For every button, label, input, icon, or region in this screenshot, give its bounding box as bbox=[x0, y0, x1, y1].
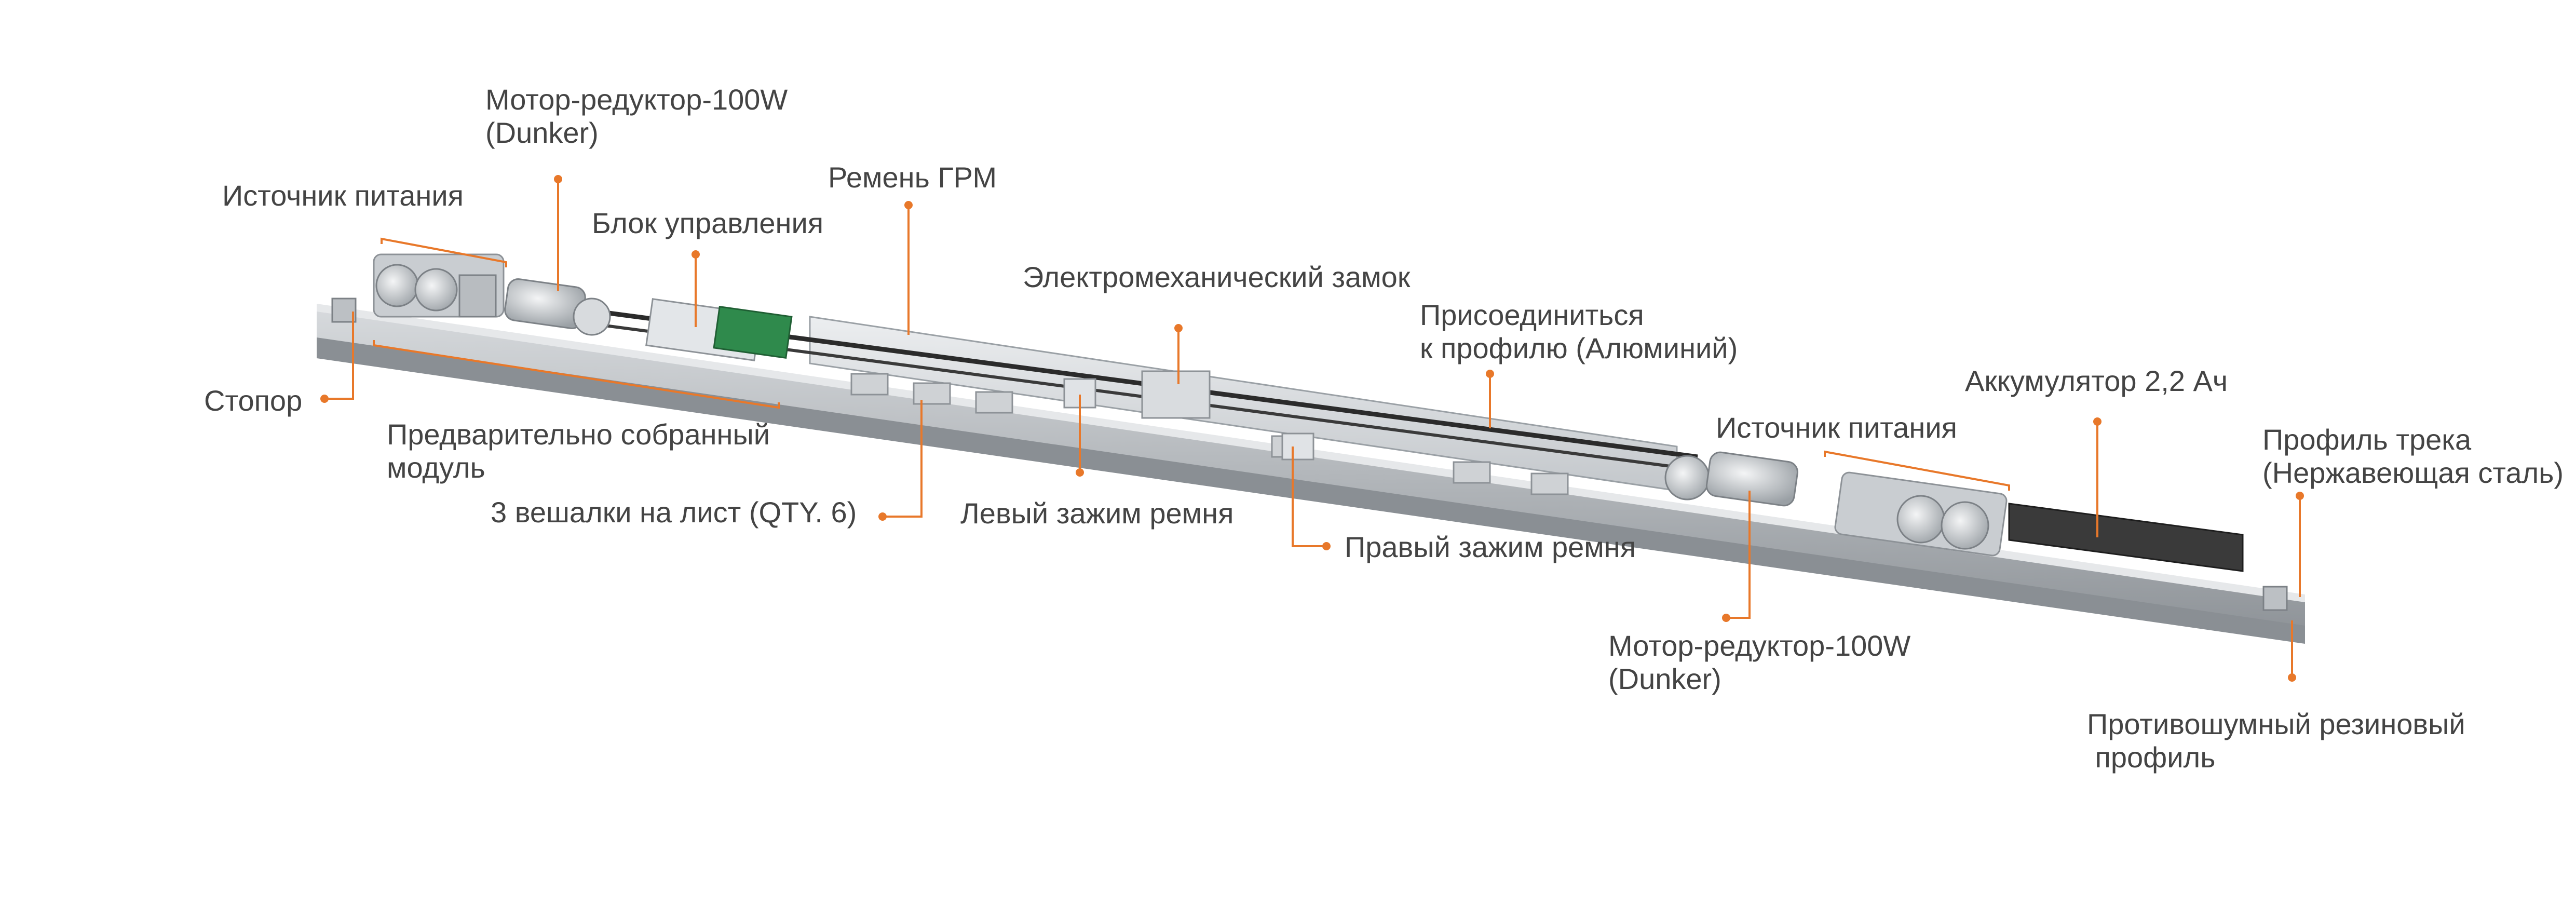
label-electromechanical-lock: Электромеханический замок bbox=[1023, 261, 1411, 293]
label-motor-left: Мотор-редуктор-100W (Dunker) bbox=[485, 83, 788, 149]
dot-belt bbox=[904, 201, 913, 209]
label-right-belt-clamp: Правый зажим ремня bbox=[1345, 531, 1636, 563]
label-rubber-profile: Противошумный резиновый профиль bbox=[2087, 708, 2465, 774]
dot-track bbox=[2296, 492, 2304, 500]
control-unit-board bbox=[645, 298, 793, 361]
right-power-supply bbox=[1834, 471, 2008, 557]
label-timing-belt: Ремень ГРМ bbox=[828, 161, 997, 194]
label-motor-right: Мотор-редуктор-100W (Dunker) bbox=[1608, 629, 1911, 695]
dot-stopper bbox=[320, 395, 329, 403]
label-profile-connect: Присоединиться к профилю (Алюминий) bbox=[1420, 299, 1738, 364]
leader-stopper bbox=[324, 312, 354, 400]
label-control-unit: Блок управления bbox=[592, 207, 824, 239]
dot-battery bbox=[2093, 417, 2102, 426]
left-power-supply bbox=[373, 253, 505, 318]
dot-left-clamp bbox=[1076, 468, 1084, 477]
electromechanical-lock bbox=[1141, 370, 1211, 419]
right-end-stop bbox=[2262, 586, 2288, 611]
stopper-block bbox=[331, 297, 357, 323]
bracket-power-right bbox=[1824, 450, 2010, 491]
bracket-power-left bbox=[381, 237, 507, 267]
label-stopper: Стопор bbox=[204, 384, 303, 417]
label-power-supply-left: Источник питания bbox=[222, 179, 464, 212]
left-motor bbox=[504, 278, 611, 336]
label-power-supply-right: Источник питания bbox=[1716, 411, 1957, 444]
label-premodule: Предварительно собранный модуль bbox=[387, 418, 770, 484]
dot-motor-right bbox=[1722, 614, 1730, 622]
dot-rubber bbox=[2288, 673, 2296, 682]
dot-right-clamp bbox=[1322, 542, 1331, 550]
leader-motor-right bbox=[1726, 491, 1751, 619]
dot-lock bbox=[1174, 324, 1183, 332]
dot-motor-left bbox=[554, 175, 562, 183]
leader-right-clamp bbox=[1292, 447, 1326, 547]
track-rail-bottom bbox=[317, 337, 2305, 644]
label-left-belt-clamp: Левый зажим ремня bbox=[960, 497, 1234, 530]
label-hangers: 3 вешалки на лист (QTY. 6) bbox=[491, 496, 857, 529]
right-motor bbox=[1664, 451, 1798, 507]
battery-pack bbox=[2008, 503, 2244, 572]
dot-profile bbox=[1486, 370, 1494, 378]
label-battery: Аккумулятор 2,2 Ач bbox=[1965, 364, 2228, 397]
right-belt-clamp bbox=[1281, 432, 1314, 461]
dot-control bbox=[692, 250, 700, 259]
bracket-premodule bbox=[373, 340, 780, 409]
dot-hangers bbox=[878, 512, 887, 521]
label-track-profile: Профиль трека (Нержавеющая сталь) bbox=[2262, 423, 2564, 489]
leader-hangers bbox=[883, 400, 923, 518]
